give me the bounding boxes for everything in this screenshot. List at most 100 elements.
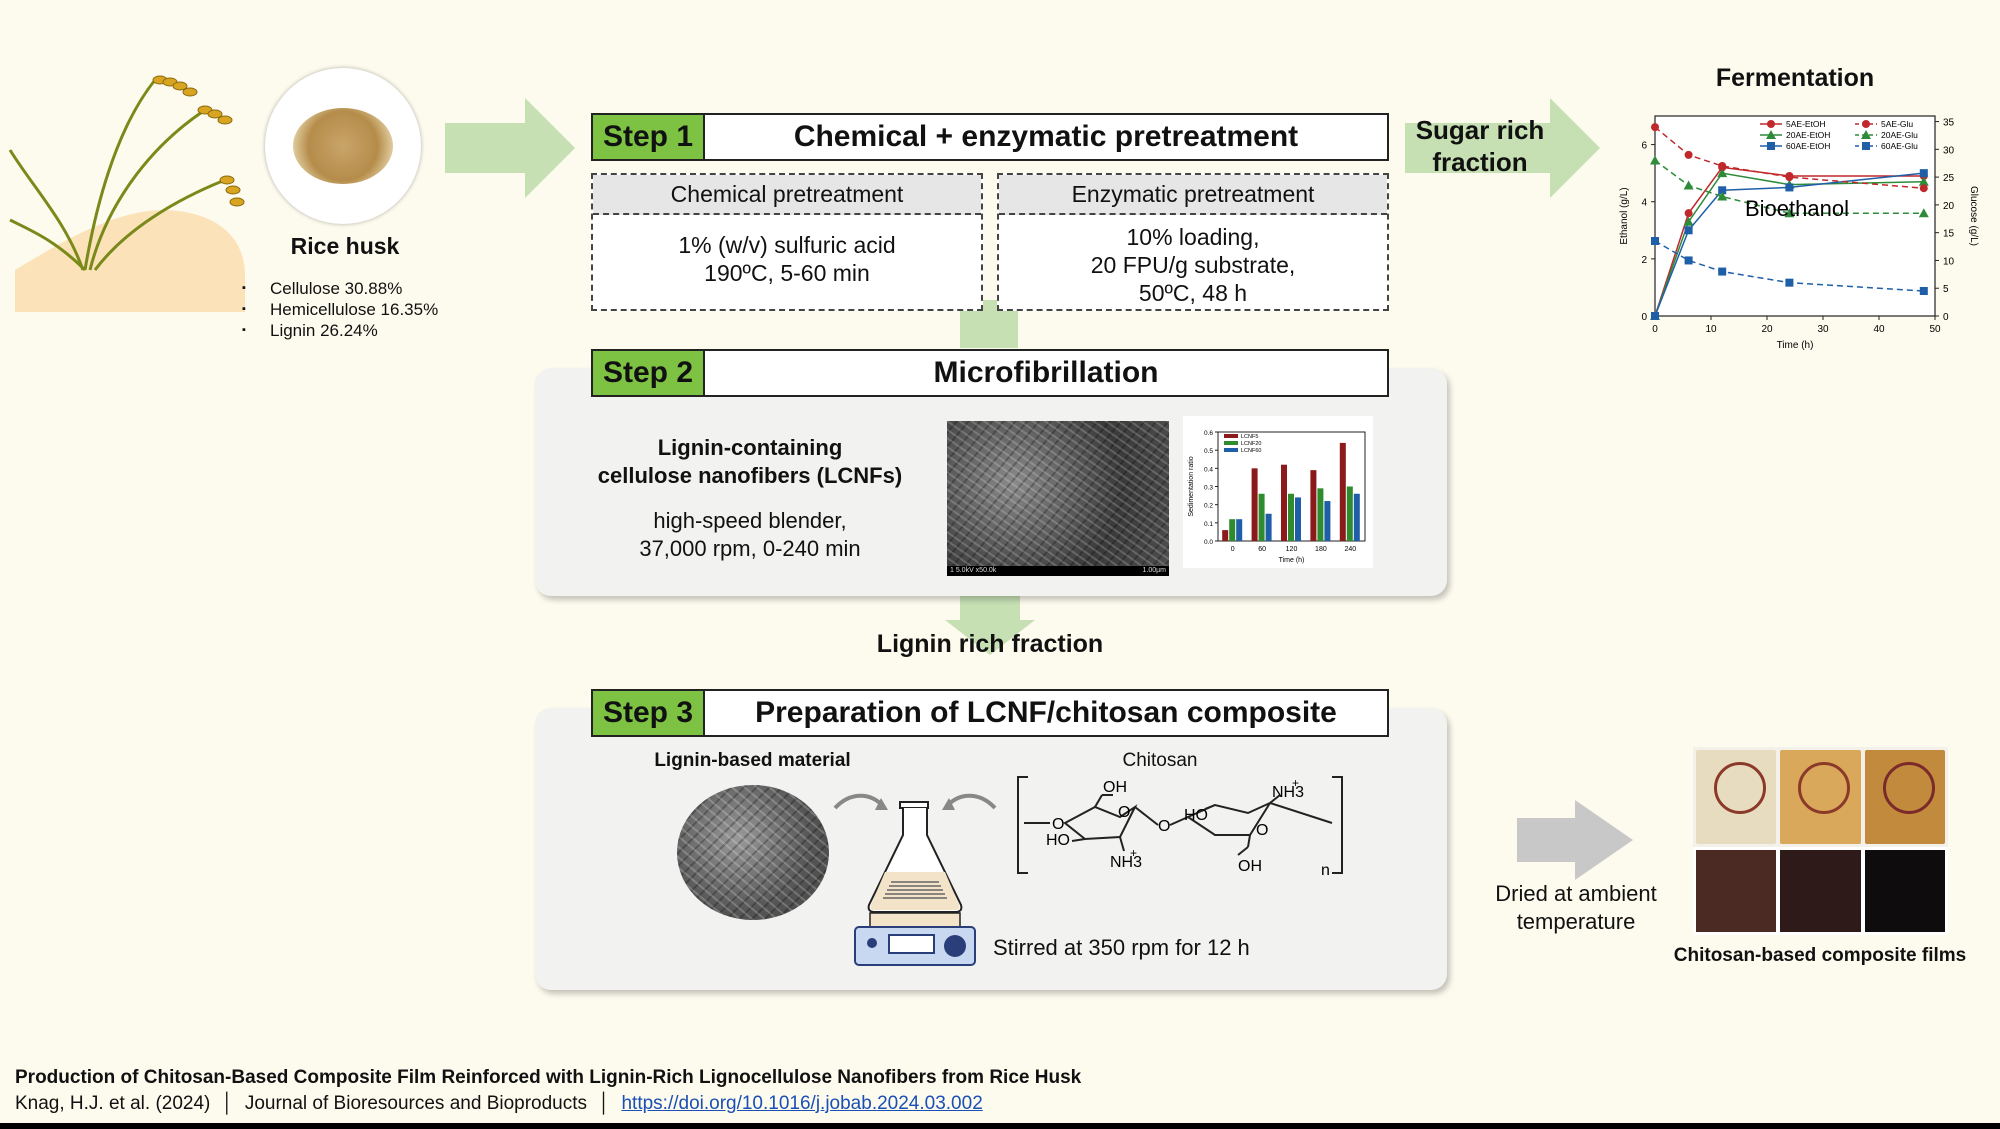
- ferm-legend-label: 60AE-Glu: [1881, 141, 1918, 151]
- sed-legend-swatch: [1224, 434, 1238, 438]
- sed-x-tick-label: 120: [1286, 546, 1298, 553]
- ferm-data-point: [1651, 123, 1659, 132]
- sed-y-label: Sedimentation ratio: [1188, 456, 1195, 516]
- sed-x-tick-label: 0: [1231, 546, 1235, 553]
- lcnf-process-line: high-speed blender,: [653, 508, 847, 533]
- sugar-label-line: fraction: [1432, 147, 1528, 177]
- ferm-legend-marker: [1766, 130, 1776, 139]
- sem-image-lcnf: 1 5.0kV x50.0k 1.00µm: [947, 421, 1169, 576]
- footer-title: Production of Chitosan-Based Composite F…: [15, 1067, 1082, 1088]
- sed-y-tick-label: 0.1: [1204, 521, 1213, 528]
- stirred-label: Stirred at 350 rpm for 12 h: [993, 935, 1250, 960]
- doi-link[interactable]: https://doi.org/10.1016/j.jobab.2024.03.…: [621, 1093, 983, 1114]
- chitosan-ho-left: HO: [1046, 832, 1070, 849]
- ferm-y2-tick-label: 15: [1943, 229, 1955, 240]
- sed-bar: [1346, 486, 1353, 541]
- sed-legend-label: LCNF20: [1241, 441, 1261, 447]
- ferm-x-label: Time (h): [1777, 340, 1814, 351]
- ferm-x-tick-label: 20: [1761, 324, 1773, 335]
- sem-caption-right: 1.00µm: [1142, 567, 1167, 574]
- ferm-data-point: [1785, 173, 1794, 182]
- sed-bar: [1229, 519, 1236, 541]
- ferm-y2-tick-label: 10: [1943, 256, 1955, 267]
- ferm-legend-marker: [1767, 120, 1775, 128]
- step3-tag: Step 3: [593, 691, 705, 735]
- arrow-to-lignin-fraction: [945, 595, 1035, 655]
- lcnf-title: Lignin-containing cellulose nanofibers (…: [565, 434, 935, 490]
- sed-y-tick-label: 0.4: [1204, 466, 1213, 473]
- ferm-data-point: [1684, 256, 1693, 265]
- step2-tag: Step 2: [593, 351, 705, 395]
- flask-stirrer-illustration: [833, 793, 997, 966]
- ferm-y2-tick-label: 35: [1943, 118, 1955, 129]
- footer-rule: [0, 1123, 2000, 1129]
- enzymatic-pretreatment-header: Enzymatic pretreatment: [999, 175, 1387, 215]
- sed-bar: [1310, 470, 1317, 541]
- lignin-material-sem: [677, 785, 829, 920]
- ferm-data-point: [1717, 191, 1728, 201]
- sed-bar: [1222, 530, 1229, 541]
- ferm-legend-marker: [1862, 142, 1870, 150]
- ferm-y2-tick-label: 20: [1943, 201, 1955, 212]
- footer-separator: │: [598, 1093, 611, 1114]
- ferm-data-point: [1918, 208, 1929, 218]
- sem-caption-left: 1 5.0kV x50.0k: [950, 567, 997, 574]
- ferm-legend-marker: [1862, 120, 1870, 128]
- footer-citation-line: Knag, H.J. et al. (2024) │ Journal of Bi…: [15, 1093, 983, 1115]
- ferm-x-tick-label: 10: [1705, 324, 1717, 335]
- sed-bar: [1265, 513, 1272, 541]
- rice-plant-illustration: [8, 75, 245, 312]
- nh3-plus-left: +: [1130, 846, 1137, 860]
- ferm-data-point: [1918, 176, 1929, 186]
- sed-x-tick-label: 240: [1344, 546, 1356, 553]
- sed-bar: [1288, 493, 1294, 541]
- ferm-legend-label: 5AE-Glu: [1881, 119, 1913, 129]
- ferm-series-line: [1654, 126, 1924, 189]
- arrow-to-films: [1517, 800, 1633, 880]
- sed-y-tick-label: 0.3: [1204, 485, 1213, 492]
- ferm-y-label: Ethanol (g/L): [1619, 187, 1630, 244]
- sed-y-tick-label: 0.0: [1204, 539, 1213, 546]
- composition-item: Hemicellulose 16.35%: [242, 299, 438, 320]
- sed-y-tick-label: 0.6: [1204, 430, 1213, 437]
- ferm-y2-tick-label: 30: [1943, 145, 1955, 156]
- footer-citation: Knag, H.J. et al. (2024): [15, 1093, 211, 1114]
- step2-bar: Step 2 Microfibrillation: [591, 349, 1389, 397]
- dried-label: Dried at ambient temperature: [1470, 880, 1682, 936]
- sed-bar: [1236, 519, 1243, 541]
- ferm-data-point: [1651, 237, 1659, 245]
- sed-x-tick-label: 60: [1258, 546, 1266, 553]
- ferm-y-tick-label: 6: [1641, 141, 1647, 152]
- ferm-x-tick-label: 30: [1817, 324, 1829, 335]
- enzymatic-pretreatment-box: Enzymatic pretreatment 10% loading, 20 F…: [997, 173, 1389, 311]
- sed-bar: [1295, 497, 1301, 541]
- ferm-x-tick-label: 0: [1652, 324, 1658, 335]
- composite-films-photo: [1693, 747, 1948, 935]
- ferm-legend-label: 20AE-Glu: [1881, 130, 1918, 140]
- sed-legend-swatch: [1224, 441, 1238, 445]
- chemical-pretreatment-box: Chemical pretreatment 1% (w/v) sulfuric …: [591, 173, 983, 311]
- enzymatic-line: 50ºC, 48 h: [1138, 280, 1248, 306]
- chitosan-nh3-right: NH3: [1272, 784, 1304, 801]
- ferm-legend-marker: [1861, 130, 1871, 139]
- ferm-y2-tick-label: 0: [1943, 312, 1949, 323]
- fermentation-title: Fermentation: [1715, 64, 1875, 92]
- ferm-data-point: [1919, 184, 1928, 193]
- sed-bar: [1324, 501, 1331, 541]
- footer-separator: │: [221, 1093, 234, 1114]
- ferm-plot-area: [1654, 115, 1936, 317]
- ferm-legend-label: 60AE-EtOH: [1786, 141, 1830, 151]
- ferm-data-point: [1919, 287, 1928, 295]
- lcnf-title-line: Lignin-containing: [657, 435, 843, 460]
- sed-bar: [1317, 488, 1324, 541]
- ferm-data-point: [1683, 216, 1694, 226]
- dried-label-line: Dried at ambient: [1495, 881, 1657, 906]
- ferm-data-point: [1651, 312, 1659, 320]
- lignin-material-label: Lignin-based material: [654, 750, 851, 771]
- sed-bar: [1281, 464, 1287, 541]
- chitosan-oh-bottom: OH: [1238, 858, 1262, 875]
- ferm-y-tick-label: 0: [1641, 312, 1647, 323]
- ferm-data-point: [1785, 278, 1794, 287]
- lignin-rich-label: Lignin rich fraction: [876, 630, 1104, 658]
